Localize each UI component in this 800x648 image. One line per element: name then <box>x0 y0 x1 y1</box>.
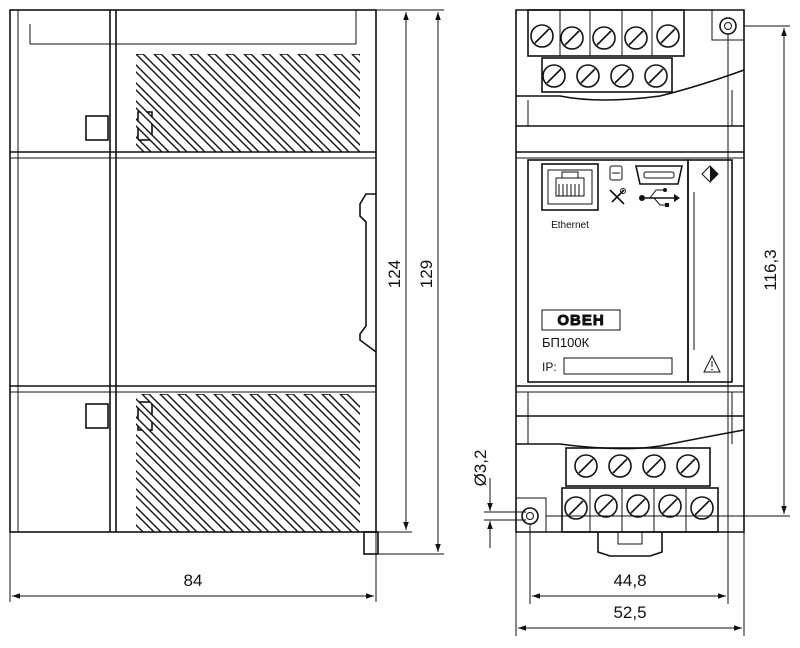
top-terminal-block <box>527 9 685 57</box>
terminal-screw-icon <box>594 494 618 518</box>
vent-slot <box>388 54 493 152</box>
vent-slot <box>136 136 152 152</box>
bottom-latch <box>597 532 663 557</box>
vent-slot <box>136 488 180 532</box>
front-cover-flap <box>687 159 733 383</box>
vent-slot <box>279 54 360 135</box>
vent-slot <box>207 54 314 152</box>
vent-slot <box>171 54 278 152</box>
vent-slot <box>267 394 360 487</box>
ip-field <box>563 357 673 375</box>
bottom-vent-slots <box>136 394 360 532</box>
dimension-hole-diameter: Ø3,2 <box>471 450 490 487</box>
terminal-screw-icon <box>608 454 632 478</box>
vent-slot <box>303 394 360 451</box>
micro-usb-port <box>635 165 683 185</box>
bottom-terminal-block <box>565 447 711 487</box>
vent-slot <box>243 54 350 152</box>
top-vent-slots <box>28 54 493 152</box>
vent-slot <box>136 118 170 152</box>
power-indicator-icon <box>609 165 623 181</box>
ethernet-port-icon <box>541 163 599 211</box>
bottom-clip <box>363 531 379 555</box>
vent-slot <box>136 452 216 532</box>
dimension-total-width: 52,5 <box>613 603 646 622</box>
vent-slot <box>153 54 260 152</box>
service-icon <box>609 188 626 205</box>
vent-slot <box>136 398 270 532</box>
vent-slot <box>28 54 133 152</box>
mounting-hole-top <box>719 17 737 35</box>
side-latch-top <box>85 115 109 141</box>
ip-label: IP: <box>542 360 557 374</box>
dimension-width-side: 84 <box>184 571 203 590</box>
vent-slot <box>136 64 224 152</box>
din-rail-clip <box>359 193 377 353</box>
terminal-screw-icon <box>574 454 598 478</box>
vent-slot <box>370 54 475 152</box>
vent-slot <box>136 470 198 532</box>
vent-slot <box>225 54 332 152</box>
vent-slot <box>231 394 360 523</box>
terminal-screw-icon <box>626 494 650 518</box>
dimension-total-height: 129 <box>417 260 436 288</box>
terminal-screw-icon <box>644 64 668 88</box>
vent-slot <box>297 54 360 117</box>
flap-diamond-icon <box>701 165 719 183</box>
vent-slot <box>261 54 360 152</box>
vent-slot <box>333 54 360 81</box>
side-view: 84 124 129 <box>9 9 493 602</box>
model-label: БП100К <box>542 335 590 350</box>
terminal-screw-icon <box>592 26 616 50</box>
vent-slot <box>136 100 188 152</box>
dimension-inner-height: 124 <box>385 260 404 288</box>
side-latch-bottom <box>85 403 109 429</box>
vent-slot <box>249 394 360 505</box>
brand-label: ОВЕН <box>557 312 604 329</box>
front-view: Ethernet <box>471 9 790 636</box>
vent-slot <box>136 434 234 532</box>
terminal-screw-icon <box>676 454 700 478</box>
terminal-screw-icon <box>656 24 680 48</box>
terminal-screw-icon <box>560 26 584 50</box>
vent-slot <box>136 416 252 532</box>
ethernet-label: Ethernet <box>551 220 589 231</box>
brand-logo: ОВЕН <box>541 309 621 331</box>
terminal-screw-icon <box>542 64 566 88</box>
vent-slot <box>339 394 360 415</box>
vent-slot <box>213 394 360 532</box>
terminal-screw-icon <box>624 26 648 50</box>
vent-slot <box>159 394 306 532</box>
mounting-hole-bottom <box>521 507 539 525</box>
terminal-screw-icon <box>530 24 554 48</box>
terminal-screw-icon <box>576 64 600 88</box>
dimension-front-height: 116,3 <box>761 249 780 290</box>
vent-slot <box>285 394 360 469</box>
vent-slot <box>136 506 162 532</box>
terminal-screw-icon <box>658 494 682 518</box>
vent-slot <box>351 54 360 63</box>
vent-slot <box>141 394 288 532</box>
usb-icon <box>639 188 680 207</box>
vent-slot <box>195 394 342 532</box>
vent-slot <box>136 82 206 152</box>
vent-slot <box>177 394 324 532</box>
terminal-screw-icon <box>610 64 634 88</box>
vent-slot <box>136 524 144 532</box>
vent-slot <box>321 394 360 433</box>
vent-slot <box>189 54 296 152</box>
terminal-screw-icon <box>642 454 666 478</box>
vent-slot <box>315 54 360 99</box>
warning-icon <box>703 354 721 373</box>
dimension-inner-width: 44,8 <box>613 571 646 590</box>
vent-slot <box>136 54 242 152</box>
